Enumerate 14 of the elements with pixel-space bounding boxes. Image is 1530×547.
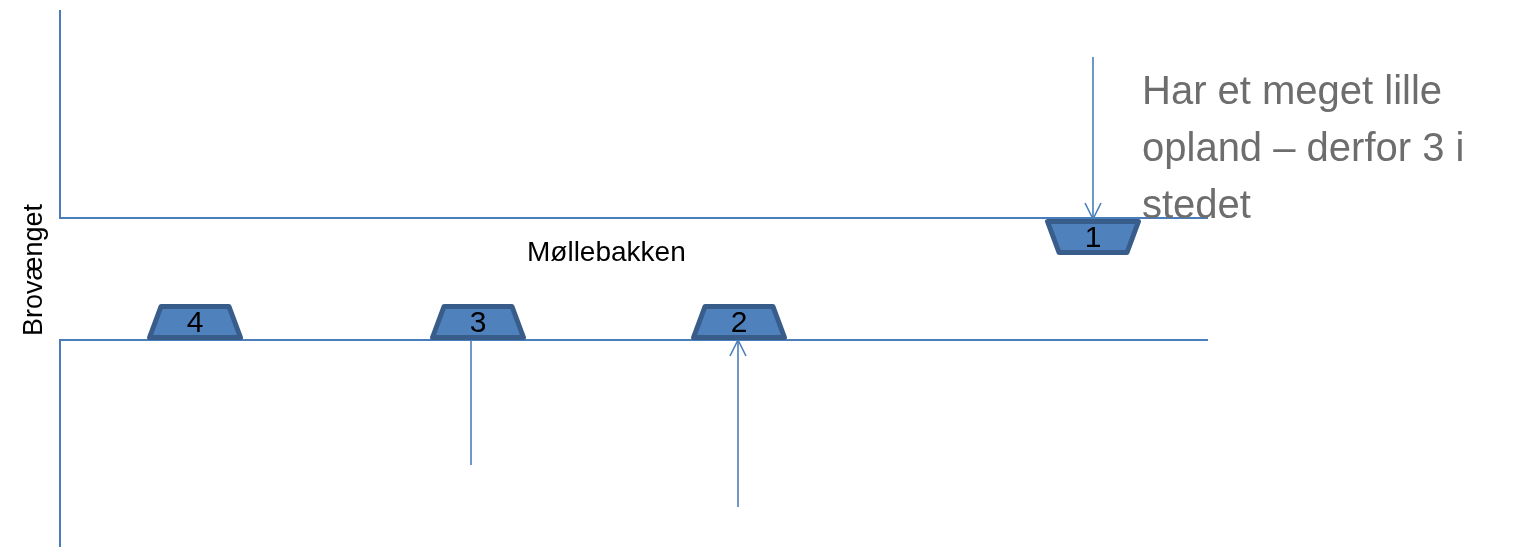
note-text: Har et meget lille opland – derfor 3 i stedet (1142, 67, 1466, 228)
street-name: Brovænget (17, 203, 49, 337)
marker-number: 2 (729, 304, 749, 340)
arrow (729, 339, 747, 508)
marker-number: 4 (185, 304, 205, 340)
line (470, 339, 472, 466)
drain-marker (691, 304, 787, 340)
marker-number: 1 (1083, 219, 1103, 255)
drain-marker (1045, 219, 1141, 255)
drain-marker (147, 304, 243, 340)
street-name: Møllebakken (527, 236, 686, 268)
marker-number: 3 (468, 304, 488, 340)
arrow (1084, 56, 1102, 220)
drain-marker (430, 304, 526, 340)
